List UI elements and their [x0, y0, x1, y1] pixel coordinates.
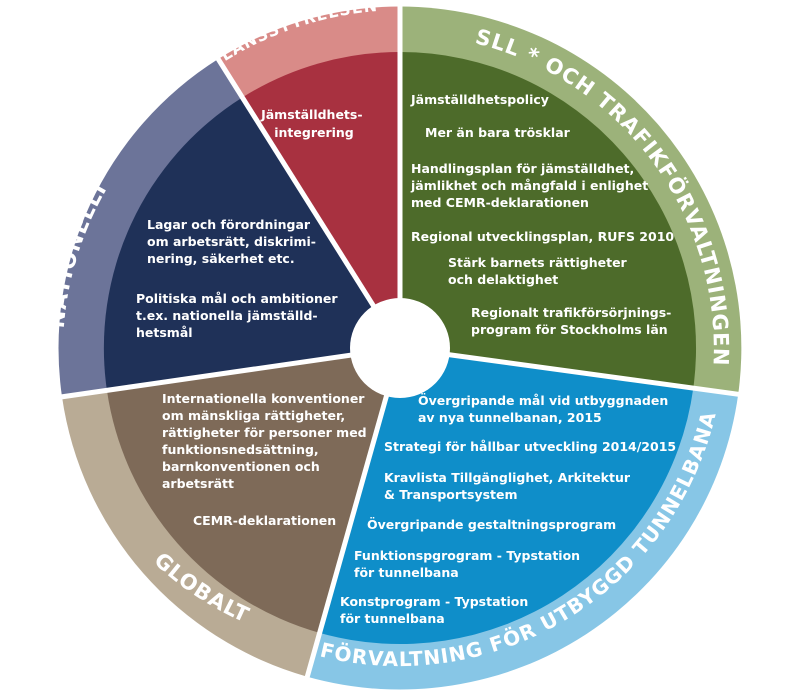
sector-item: Handlingsplan för jämställdhet, jämlikhe… [410, 161, 653, 210]
separator-line [399, 345, 743, 398]
sll-inner-segment [400, 52, 697, 389]
center-circle [350, 298, 450, 398]
sector-item: Strategi för hållbar utveckling 2014/201… [384, 439, 676, 454]
lansstyrelsen-inner-segment [242, 51, 400, 348]
nationellt-items: Lagar och förordningar om arbetsrätt, di… [136, 217, 342, 340]
separator-line [213, 54, 403, 350]
sector-item: Jämställdhetspolicy [410, 92, 549, 107]
sector-item: Mer än bara trösklar [425, 125, 571, 140]
sector-item: Övergripande gestaltningsprogram [367, 517, 616, 532]
separator-line [57, 345, 401, 400]
sector-item: Jämställdhets- integrering [260, 107, 367, 140]
sector-separators [57, 2, 743, 682]
sector-item: Kravlista Tillgänglighet, Arkitektur & T… [384, 470, 634, 502]
sector-item: Övergripande mål vid utbyggnaden av nya … [418, 393, 673, 425]
forvaltning-inner-segment [319, 348, 694, 645]
sector-item: Lagar och förordningar om arbetsrätt, di… [147, 217, 320, 266]
forvaltning-items: Övergripande mål vid utbyggnaden av nya … [340, 393, 676, 626]
sll-items: Jämställdhetspolicy Mer än bara trösklar… [410, 92, 676, 337]
sector-item: Stärk barnets rättigheter och delaktighe… [448, 255, 631, 287]
sector-item: Politiska mål och ambitioner t.ex. natio… [136, 291, 342, 340]
globalt-inner-segment [106, 348, 401, 633]
lansstyrelsen-items: Jämställdhets- integrering [260, 107, 367, 140]
sector-item: Konstprogram - Typstation för tunnelbana [340, 594, 533, 626]
nationellt-inner-segment [103, 97, 401, 391]
sector-item: Funktionspgrogram - Typstation för tunne… [354, 548, 584, 580]
sector-item: Internationella konventioner om mänsklig… [162, 391, 371, 491]
sector-item: Regionalt trafikförsörjnings- program fö… [471, 305, 676, 337]
globalt-items: Internationella konventioner om mänsklig… [162, 391, 371, 528]
separator-line [303, 347, 403, 682]
sector-item: CEMR-deklarationen [193, 513, 336, 528]
sector-item: Regional utvecklingsplan, RUFS 2010 [411, 229, 674, 244]
